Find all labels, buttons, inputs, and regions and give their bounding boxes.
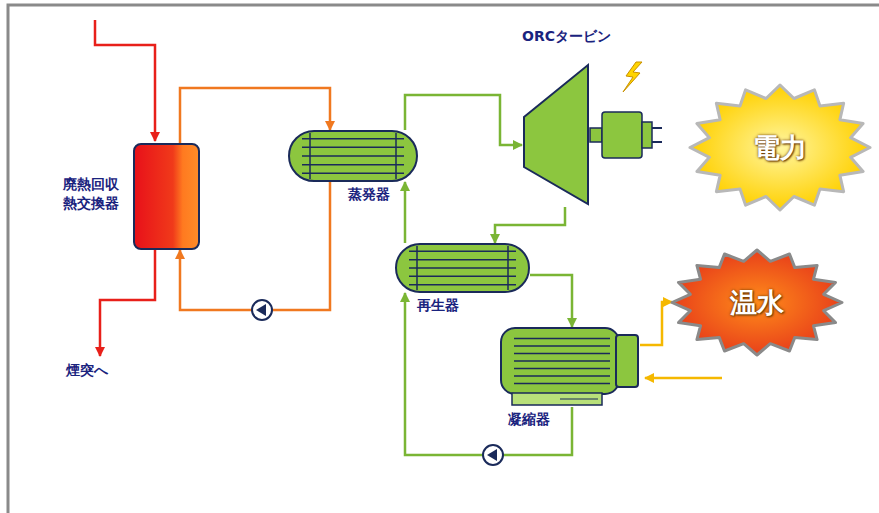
component-label: ORCタービン	[522, 28, 611, 46]
regenerator: 再生器	[395, 243, 530, 293]
pipe-connector	[640, 302, 672, 345]
heat-exchanger: 廃熱回収熱交換器	[133, 143, 200, 250]
component-label: 蒸発器	[348, 186, 390, 204]
flue-gas-inlet	[95, 20, 155, 141]
component-label: 凝縮器	[508, 411, 550, 429]
output-label: 温水	[730, 285, 784, 321]
pump-symbol	[483, 445, 503, 465]
heat-exchanger-shape	[133, 143, 200, 250]
hot-water-output: 温水	[672, 250, 842, 355]
component-label: 再生器	[417, 297, 459, 315]
pipe-connector	[404, 182, 407, 243]
pipe-connector	[495, 207, 565, 243]
output-label-box: 温水	[672, 250, 842, 355]
pump-symbol	[252, 300, 272, 320]
orc-turbine: ORCタービン	[522, 62, 590, 207]
condenser-shape	[500, 327, 640, 407]
orc-turbine-shape	[522, 62, 590, 207]
power-output: 電力	[690, 85, 870, 210]
outlet-label: 煙突へ	[66, 362, 108, 380]
pipe-connector	[405, 95, 522, 145]
evaporator-shape	[288, 130, 418, 182]
condenser: 凝縮器	[500, 327, 640, 407]
cold-water-inlet	[645, 377, 722, 380]
flue-gas-outlet	[100, 250, 155, 356]
regenerator-shape	[395, 243, 530, 293]
evaporator: 蒸発器	[288, 130, 418, 182]
output-label-box: 電力	[690, 85, 870, 210]
lightning-symbol	[623, 62, 642, 92]
pipe-connector	[530, 275, 572, 327]
component-label: 廃熱回収熱交換器	[63, 175, 123, 213]
output-label: 電力	[753, 130, 807, 166]
generator	[590, 112, 662, 158]
frame	[8, 5, 879, 513]
pipe-connector	[180, 182, 330, 310]
